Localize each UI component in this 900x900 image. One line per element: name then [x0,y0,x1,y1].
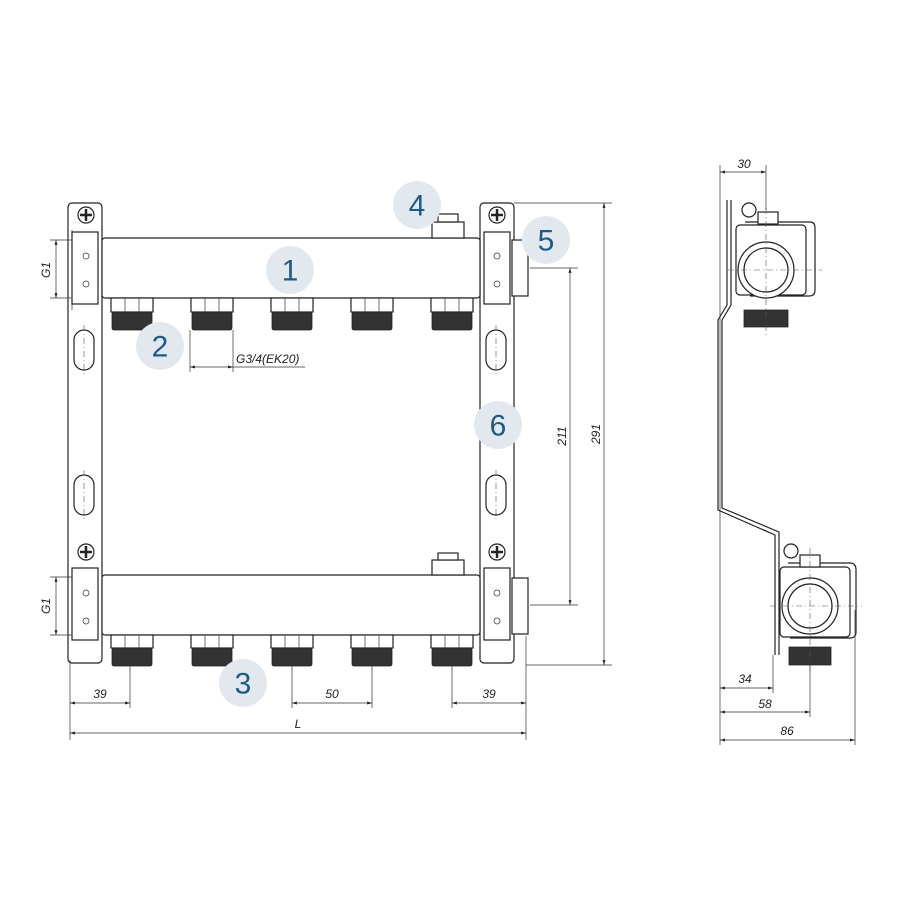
dim-pipe-spacing: 211 [555,426,569,446]
callout-6: 6 [474,401,522,449]
top-manifold-section [728,202,822,335]
dim-total-depth: 86 [780,724,794,738]
dim-left-offset: 39 [93,687,107,701]
dim-outlet-depth: 58 [758,697,772,711]
top-outlet-fitting [350,297,394,331]
dim-bracket-depth: 34 [738,672,752,686]
side-view: 30 34 58 86 [717,157,862,745]
dim-total-height: 291 [589,424,603,445]
dim-g1-top: G1 [39,262,53,278]
left-bracket [67,202,103,664]
callout-1: 1 [266,246,314,294]
svg-text:6: 6 [490,410,507,443]
dim-outlet-thread: G3/4(EK20) [236,352,299,366]
svg-text:3: 3 [235,668,252,701]
callout-2: 2 [136,322,184,370]
bottom-manifold-section [770,543,862,672]
svg-text:4: 4 [409,190,426,223]
top-outlet-fitting [110,297,154,331]
dim-g1-bottom: G1 [39,598,53,614]
dim-right-offset: 39 [482,687,496,701]
callout-4: 4 [393,181,441,229]
front-view: G1 G1 G3/4(EK20) 39 50 39 L 211 291 [39,202,612,740]
bottom-outlet-fitting [110,634,154,667]
svg-text:1: 1 [282,255,299,288]
callout-5: 5 [522,216,570,264]
bottom-outlet-fitting [190,634,234,667]
dimension-lines [50,202,612,740]
callout-3: 3 [219,659,267,707]
bottom-manifold-pipe [101,552,481,636]
top-outlet-fitting [430,297,474,331]
svg-text:5: 5 [538,225,555,258]
outlets [110,297,474,667]
right-bracket [479,202,529,664]
top-outlet-fitting [190,297,234,331]
top-outlet-fitting [270,297,314,331]
bottom-outlet-fitting [270,634,314,667]
dim-top-depth: 30 [737,157,751,171]
bottom-outlet-fitting [430,634,474,667]
svg-text:2: 2 [152,331,169,364]
dim-total-length: L [295,717,302,731]
dim-outlet-pitch: 50 [325,687,339,701]
bottom-outlet-fitting [350,634,394,667]
